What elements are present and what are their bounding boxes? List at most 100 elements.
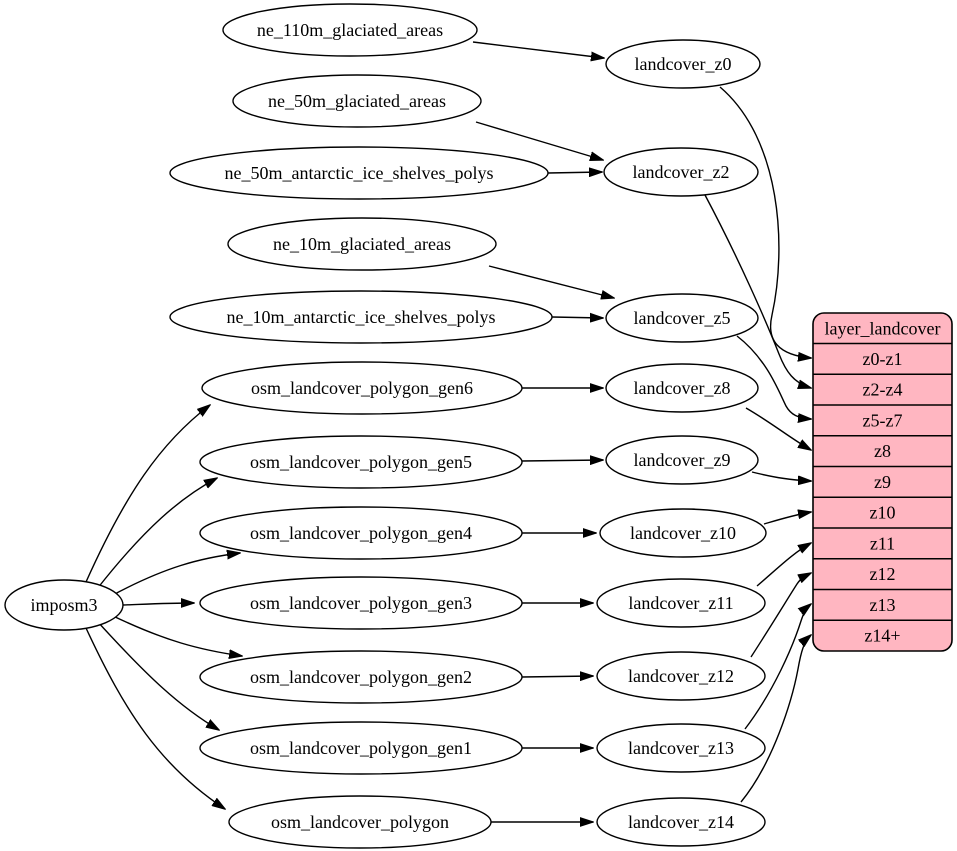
edge-landcover_z0-to-row-z0-z1 [719, 86, 811, 358]
edge-ne_10m_antarctic_ice_shelves_polys-to-landcover_z5 [551, 317, 603, 318]
node-ne_50m_antarctic_ice_shelves_polys: ne_50m_antarctic_ice_shelves_polys [169, 146, 549, 200]
node-ellipse-ne_50m_antarctic_ice_shelves_polys [169, 146, 549, 200]
table-layer_landcover: layer_landcoverz0-z1z2-z4z5-z7z8z9z10z11… [812, 312, 953, 652]
node-landcover_z8: landcover_z8 [605, 363, 759, 413]
node-ellipse-landcover_z14 [596, 797, 766, 847]
node-landcover_z9: landcover_z9 [605, 435, 759, 485]
table-row-label-z8: z8 [874, 441, 891, 461]
node-label-osm_landcover_polygon_gen1: osm_landcover_polygon_gen1 [250, 738, 472, 758]
node-ellipse-landcover_z10 [599, 508, 767, 558]
node-ellipse-landcover_z5 [605, 293, 759, 343]
node-ne_10m_antarctic_ice_shelves_polys: ne_10m_antarctic_ice_shelves_polys [169, 290, 553, 344]
node-ellipse-landcover_z9 [605, 435, 759, 485]
node-label-osm_landcover_polygon_gen6: osm_landcover_polygon_gen6 [251, 378, 473, 398]
edge-ne_50m_glaciated_areas-to-landcover_z2 [475, 121, 603, 160]
node-landcover_z2: landcover_z2 [603, 147, 759, 197]
node-ellipse-landcover_z12 [596, 651, 766, 701]
edge-imposm3-to-osm_landcover_polygon_gen4 [110, 553, 240, 597]
node-label-landcover_z14: landcover_z14 [628, 812, 734, 832]
edge-osm_landcover_polygon_gen2-to-landcover_z12 [521, 676, 593, 677]
node-label-landcover_z11: landcover_z11 [628, 593, 733, 613]
node-ne_10m_glaciated_areas: ne_10m_glaciated_areas [227, 217, 497, 271]
node-landcover_z12: landcover_z12 [596, 651, 766, 701]
node-landcover_z14: landcover_z14 [596, 797, 766, 847]
table-frame [812, 312, 953, 652]
node-landcover_z13: landcover_z13 [596, 723, 766, 773]
node-landcover_z11: landcover_z11 [596, 578, 766, 628]
node-label-landcover_z10: landcover_z10 [630, 523, 736, 543]
table-row-label-z12: z12 [870, 564, 896, 584]
node-label-ne_10m_glaciated_areas: ne_10m_glaciated_areas [273, 234, 451, 254]
edge-ne_50m_antarctic_ice_shelves_polys-to-landcover_z2 [547, 172, 602, 173]
edge-ne_10m_glaciated_areas-to-landcover_z5 [488, 265, 614, 298]
edge-imposm3-to-osm_landcover_polygon_gen1 [96, 620, 219, 730]
node-label-landcover_z2: landcover_z2 [633, 162, 730, 182]
node-label-osm_landcover_polygon_gen3: osm_landcover_polygon_gen3 [250, 593, 472, 613]
table-row-label-z10: z10 [870, 503, 896, 523]
edge-landcover_z14-to-row-z14+ [740, 635, 811, 803]
node-ellipse-osm_landcover_polygon_gen2 [199, 650, 523, 704]
node-label-ne_50m_antarctic_ice_shelves_polys: ne_50m_antarctic_ice_shelves_polys [225, 163, 494, 183]
node-ellipse-ne_10m_glaciated_areas [227, 217, 497, 271]
edge-landcover_z9-to-row-z9 [751, 471, 811, 481]
node-ellipse-osm_landcover_polygon [228, 795, 492, 849]
node-label-landcover_z9: landcover_z9 [634, 450, 731, 470]
node-label-osm_landcover_polygon_gen5: osm_landcover_polygon_gen5 [250, 452, 472, 472]
node-label-landcover_z13: landcover_z13 [628, 738, 734, 758]
edge-imposm3-to-osm_landcover_polygon_gen3 [122, 603, 194, 605]
table-row-label-z0-z1: z0-z1 [863, 349, 903, 369]
edge-landcover_z5-to-row-z5-z7 [736, 335, 811, 419]
node-label-landcover_z0: landcover_z0 [635, 54, 732, 74]
edge-landcover_z8-to-row-z8 [745, 407, 811, 450]
node-ellipse-landcover_z11 [596, 578, 766, 628]
node-osm_landcover_polygon_gen2: osm_landcover_polygon_gen2 [199, 650, 523, 704]
edge-landcover_z11-to-row-z11 [756, 543, 811, 587]
node-landcover_z10: landcover_z10 [599, 508, 767, 558]
node-ellipse-osm_landcover_polygon_gen3 [199, 576, 523, 630]
node-label-landcover_z12: landcover_z12 [628, 666, 734, 686]
node-label-landcover_z5: landcover_z5 [634, 308, 731, 328]
node-osm_landcover_polygon_gen4: osm_landcover_polygon_gen4 [199, 506, 523, 560]
node-osm_landcover_polygon: osm_landcover_polygon [228, 795, 492, 849]
node-osm_landcover_polygon_gen1: osm_landcover_polygon_gen1 [199, 721, 523, 775]
node-label-landcover_z8: landcover_z8 [634, 378, 731, 398]
node-label-osm_landcover_polygon: osm_landcover_polygon [271, 812, 449, 832]
node-ellipse-imposm3 [4, 579, 124, 631]
node-label-osm_landcover_polygon_gen4: osm_landcover_polygon_gen4 [250, 523, 472, 543]
node-ellipse-osm_landcover_polygon_gen6 [201, 361, 523, 415]
node-label-ne_10m_antarctic_ice_shelves_polys: ne_10m_antarctic_ice_shelves_polys [227, 307, 496, 327]
table-title: layer_landcover [825, 318, 941, 338]
node-label-ne_110m_glaciated_areas: ne_110m_glaciated_areas [257, 20, 443, 40]
node-landcover_z5: landcover_z5 [605, 293, 759, 343]
node-ellipse-landcover_z2 [603, 147, 759, 197]
node-label-ne_50m_glaciated_areas: ne_50m_glaciated_areas [268, 91, 446, 111]
table-row-label-z5-z7: z5-z7 [863, 410, 903, 430]
node-ellipse-osm_landcover_polygon_gen5 [199, 435, 523, 489]
node-label-osm_landcover_polygon_gen2: osm_landcover_polygon_gen2 [250, 667, 472, 687]
edge-landcover_z2-to-row-z2-z4 [704, 194, 811, 388]
edge-ne_110m_glaciated_areas-to-landcover_z0 [472, 41, 604, 58]
node-ellipse-osm_landcover_polygon_gen4 [199, 506, 523, 560]
node-ellipse-ne_110m_glaciated_areas [222, 3, 478, 57]
edge-imposm3-to-osm_landcover_polygon_gen2 [110, 614, 242, 656]
table-row-label-z13: z13 [870, 595, 896, 615]
node-imposm3: imposm3 [4, 579, 124, 631]
node-osm_landcover_polygon_gen6: osm_landcover_polygon_gen6 [201, 361, 523, 415]
node-ellipse-landcover_z8 [605, 363, 759, 413]
node-ne_50m_glaciated_areas: ne_50m_glaciated_areas [232, 74, 482, 128]
node-ellipse-ne_10m_antarctic_ice_shelves_polys [169, 290, 553, 344]
edge-imposm3-to-osm_landcover_polygon [85, 627, 225, 809]
table-row-label-z14+: z14+ [864, 626, 900, 646]
edge-landcover_z10-to-row-z10 [763, 512, 811, 525]
edge-osm_landcover_polygon_gen5-to-landcover_z9 [521, 460, 603, 461]
table-row-label-z9: z9 [874, 472, 891, 492]
node-ellipse-osm_landcover_polygon_gen1 [199, 721, 523, 775]
node-ellipse-landcover_z0 [605, 39, 761, 89]
table-row-label-z2-z4: z2-z4 [863, 380, 903, 400]
edge-imposm3-to-osm_landcover_polygon_gen5 [96, 478, 217, 590]
edge-landcover_z12-to-row-z12 [750, 573, 811, 658]
node-osm_landcover_polygon_gen5: osm_landcover_polygon_gen5 [199, 435, 523, 489]
